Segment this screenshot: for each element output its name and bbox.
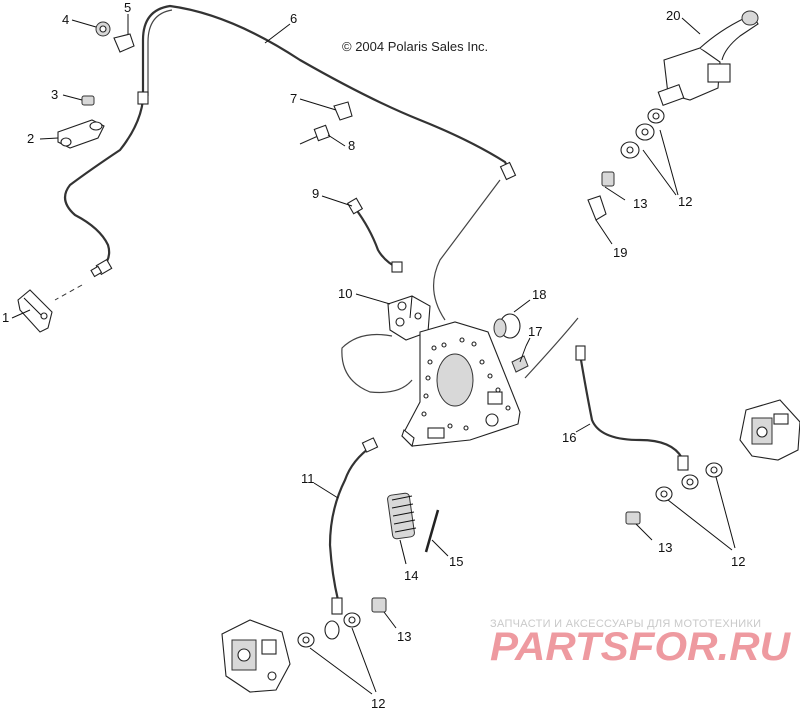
lower-brake-caliper <box>221 619 291 693</box>
watermark-tagline: ЗАПЧАСТИ И АКСЕССУАРЫ ДЛЯ МОТОТЕХНИКИ <box>490 618 761 630</box>
copyright-text: © 2004 Polaris Sales Inc. <box>342 39 488 54</box>
callout-18: 18 <box>532 287 546 302</box>
upper-washers-and-bolt <box>601 108 679 201</box>
part-18-grommet <box>493 299 531 339</box>
callout-13-right: 13 <box>658 540 672 555</box>
central-bracket-plate <box>401 321 521 448</box>
part-3-bolt <box>62 94 95 106</box>
callout-3: 3 <box>51 87 58 102</box>
callout-5: 5 <box>124 0 131 15</box>
part-5-clip <box>113 14 135 53</box>
brake-line-part-6 <box>141 4 517 181</box>
part-17-bolt <box>511 337 531 373</box>
callout-12-right: 12 <box>731 554 745 569</box>
part-15-pin <box>424 509 449 557</box>
callout-19: 19 <box>613 245 627 260</box>
part-19-fitting <box>587 195 613 245</box>
part-10-distribution-block <box>341 293 431 394</box>
callout-17: 17 <box>528 324 542 339</box>
callout-20: 20 <box>666 8 680 23</box>
callout-15: 15 <box>449 554 463 569</box>
watermark: ЗАПЧАСТИ И АКСЕССУАРЫ ДЛЯ МОТОТЕХНИКИ PA… <box>490 618 791 669</box>
callout-1: 1 <box>2 310 9 325</box>
watermark-logo: PARTSFOR.RU <box>490 625 791 669</box>
part-14-spring <box>387 492 417 565</box>
callout-labels: 1 2 3 4 5 6 7 8 9 10 11 12 12 12 13 13 1… <box>2 0 745 709</box>
callout-16: 16 <box>562 430 576 445</box>
part-16-hose <box>524 317 689 471</box>
callout-12-lower: 12 <box>371 696 385 709</box>
right-brake-caliper <box>739 399 800 461</box>
callout-11: 11 <box>301 471 315 486</box>
callout-8: 8 <box>348 138 355 153</box>
callout-10: 10 <box>338 286 352 301</box>
left-hose <box>54 91 149 301</box>
callout-2: 2 <box>27 131 34 146</box>
callout-13-upper: 13 <box>633 196 647 211</box>
part-11-hose <box>313 437 379 640</box>
right-lower-washers-and-bolt <box>625 462 736 551</box>
callout-6: 6 <box>290 11 297 26</box>
callout-9: 9 <box>312 186 319 201</box>
part-8-screw <box>299 124 346 147</box>
callout-4: 4 <box>62 12 69 27</box>
callout-14: 14 <box>404 568 418 583</box>
part-9-hose <box>321 179 501 321</box>
part-20-master-cylinder <box>657 10 759 107</box>
callout-12-upper: 12 <box>678 194 692 209</box>
lower-washers-and-bolt <box>297 597 397 695</box>
callout-7: 7 <box>290 91 297 106</box>
part-4-nut <box>71 19 111 37</box>
part-2-bracket <box>39 119 105 149</box>
part-1-fitting <box>11 289 53 333</box>
callout-13-lower: 13 <box>397 629 411 644</box>
part-7-clamp <box>299 98 353 121</box>
